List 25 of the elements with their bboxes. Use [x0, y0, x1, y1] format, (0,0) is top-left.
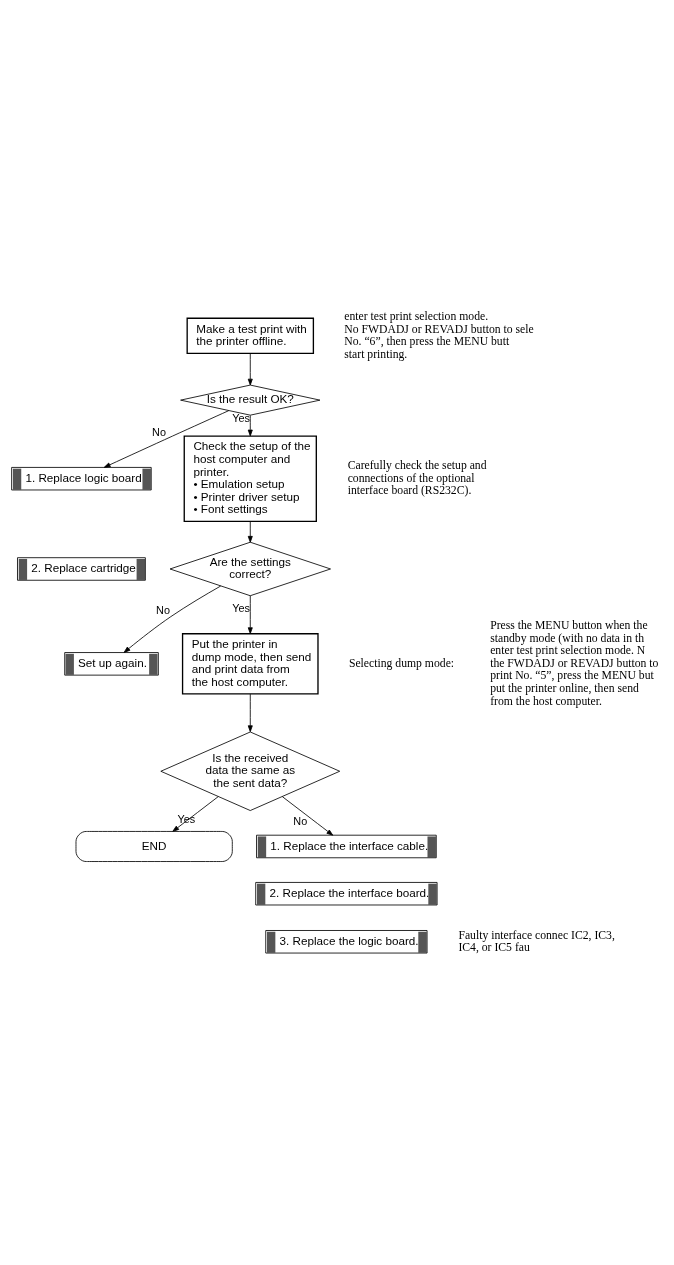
arrow	[123, 585, 222, 653]
node-label: Carefully check the setup and connections of the optional interface board (RS232C).	[347, 459, 487, 498]
node-label: Faulty interface connec IC2, IC3, IC4, or IC5 fau	[458, 928, 615, 955]
arrow	[281, 796, 334, 836]
node-label: Selecting dump mode:	[348, 656, 455, 670]
node-box: Put the printer in dump mode, then send and print data from the host computer.	[181, 633, 319, 695]
node-diamond: Are the settings correct?	[169, 541, 331, 597]
edge-label: Yes	[232, 601, 250, 614]
edge-label: No	[293, 814, 308, 827]
arrow	[247, 521, 253, 543]
arrow	[247, 595, 253, 634]
node-label: enter test print selection mode. No FWDADJ or REVADJ button to sele No. “6”, then press the MENU butt start printing.	[344, 310, 534, 361]
edge-label: Yes	[177, 812, 196, 825]
edge-label: No	[156, 603, 170, 616]
arrow	[103, 410, 230, 468]
edge-label: No	[152, 425, 166, 438]
arrow	[247, 415, 253, 437]
node-box: Make a test print with the printer offline.	[186, 317, 315, 354]
arrow	[247, 352, 253, 386]
node-label: Press the MENU button when the standby mode (with no data in th enter test print selection mode. N the FWDADJ or REVADJ button to print No. “5”, press the MENU but put the printer online, then send from the host computer.	[490, 619, 659, 708]
node-diamond: Is the received data the same as the sent data?	[160, 731, 341, 811]
arrow	[247, 693, 253, 733]
arrow	[172, 796, 219, 832]
node-box: END	[75, 831, 233, 862]
node-box: Check the setup of the host computer and printer. • Emulation setup • Printer driver setup • Font settings	[183, 435, 317, 522]
